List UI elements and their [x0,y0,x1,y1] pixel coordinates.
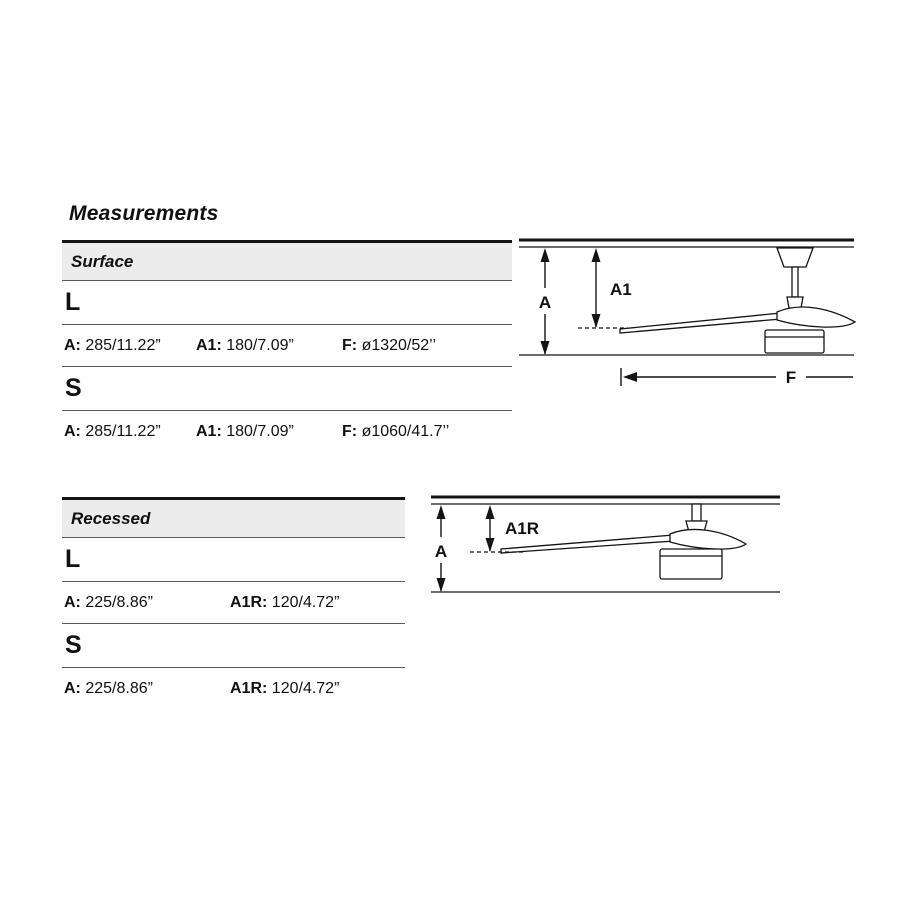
fan-blade [619,312,782,334]
spec-a1: A1: 180/7.09” [196,423,294,441]
fan-motor-body [669,528,748,550]
spec-a1r: A1R: 120/4.72” [230,594,339,612]
spec-a1-label: A1: [196,423,222,440]
spec-a1r-label: A1R: [230,593,268,611]
surface-l-specs: A: 285/11.22” A1: 180/7.09” F: ø1320/52’… [62,325,512,367]
spec-a1r-value: 120/4.72” [271,680,340,697]
dim-arrow-a1r: A1R [485,505,539,552]
surface-mount-diagram: A A1 F [519,238,857,387]
spec-a: A: 225/8.86” [64,680,153,698]
dim-arrow-a: A [534,248,556,355]
recessed-fan-drawing [500,503,748,580]
spec-a-value: 285/11.22” [85,423,161,440]
ceiling-fan-drawing [619,247,857,354]
dim-arrow-f: F [620,368,853,387]
spec-a-label: A: [64,593,81,611]
spec-a-label: A: [64,423,81,440]
recessed-mount-diagram: A A1R [430,495,780,593]
dim-label-a1: A1 [610,280,632,299]
dim-arrow-a: A [430,505,452,592]
spec-a1-label: A1: [196,336,222,354]
spec-a: A: 285/11.22” [64,337,161,355]
fan-hub [786,296,804,309]
page-title: Measurements [69,202,219,225]
surface-table-header: Surface [62,243,512,281]
spec-f-value: ø1060/41.7’’ [361,423,450,440]
spec-f-label: F: [342,423,358,440]
fan-downrod [791,266,799,298]
recessed-size-s: S [62,624,405,668]
spec-f-label: F: [342,336,358,354]
dim-label-f: F [786,368,796,387]
spec-a1r: A1R: 120/4.72” [230,680,339,698]
spec-a-value: 225/8.86” [85,680,153,697]
spec-f: F: ø1060/41.7’’ [342,423,449,441]
surface-s-specs: A: 285/11.22” A1: 180/7.09” F: ø1060/41.… [62,411,512,453]
spec-a1r-label: A1R: [230,680,268,697]
spec-a1r-value: 120/4.72” [271,593,340,611]
spec-a1: A1: 180/7.09” [196,337,294,355]
recessed-l-specs: A: 225/8.86” A1R: 120/4.72” [62,582,405,624]
spec-f-value: ø1320/52’’ [361,336,436,354]
dim-label-a1r: A1R [505,519,539,538]
fan-housing [659,548,723,580]
recessed-size-l: L [62,538,405,582]
surface-size-l: L [62,281,512,325]
spec-a-label: A: [64,680,81,697]
spec-a: A: 225/8.86” [64,594,153,612]
recessed-table-header: Recessed [62,500,405,538]
surface-size-s: S [62,367,512,411]
fan-motor-body [776,306,857,328]
spec-a1-value: 180/7.09” [226,423,294,440]
dim-label-a: A [435,542,447,561]
spec-a1-value: 180/7.09” [226,336,294,354]
spec-a-value: 225/8.86” [85,593,153,611]
dim-label-a: A [539,293,551,312]
surface-spec-table: Surface L A: 285/11.22” A1: 180/7.09” F:… [62,240,512,453]
recessed-s-specs: A: 225/8.86” A1R: 120/4.72” [62,668,405,710]
fan-housing [764,329,825,354]
fan-canopy [776,247,814,268]
dim-arrow-a1: A1 [591,248,632,328]
spec-a-label: A: [64,336,81,354]
spec-a: A: 285/11.22” [64,423,161,441]
recessed-spec-table: Recessed L A: 225/8.86” A1R: 120/4.72” S… [62,497,405,710]
fan-mount-stem [691,503,702,522]
spec-f: F: ø1320/52’’ [342,337,436,355]
spec-a-value: 285/11.22” [85,336,161,354]
